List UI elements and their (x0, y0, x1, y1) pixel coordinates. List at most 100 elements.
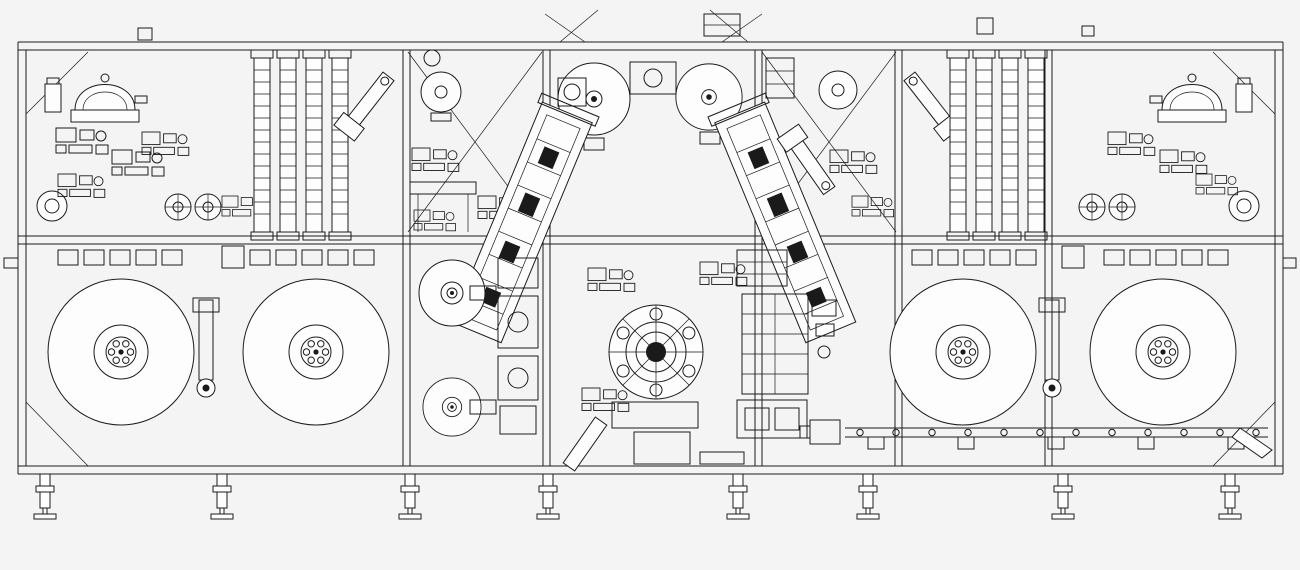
row-bracket-left (221, 245, 245, 269)
machine-legs (33, 473, 1242, 520)
gauge-left-1 (164, 193, 192, 221)
right-station-top (898, 49, 1260, 241)
valve-cluster-3 (57, 173, 106, 198)
buffer-roll-upper (418, 259, 486, 327)
turret-base-upper (611, 401, 699, 429)
roll-bracket-bearing (643, 68, 663, 88)
roll-mount-right (699, 131, 721, 145)
hoist-guides (544, 9, 763, 43)
left-station-bottom (47, 245, 390, 426)
small-reel-right-hub (1236, 198, 1252, 214)
valve-cluster-r2 (1107, 131, 1156, 156)
process-box-3 (497, 355, 539, 401)
valve-cluster-1 (55, 127, 109, 155)
left-station-top (36, 49, 400, 241)
base-plate (699, 451, 745, 465)
vacuum-dome-unit-left (44, 73, 148, 123)
roll-bracket-center (629, 61, 677, 95)
cluster-bay2-3 (413, 209, 457, 232)
machine-frame (3, 9, 1297, 475)
component-row-left-1 (57, 249, 183, 266)
side-fitting-1 (811, 299, 837, 317)
bay4-top (765, 57, 894, 218)
forming-tower-right-3 (998, 49, 1022, 241)
control-box-lower (736, 399, 808, 439)
component-row-left-2 (249, 249, 375, 266)
turret-cluster-3 (581, 387, 630, 412)
component-row-right-1 (911, 249, 1037, 266)
discharge-conveyor (799, 419, 1273, 459)
cluster-bay2-1 (411, 147, 460, 172)
roll-mount-left (583, 137, 605, 151)
bay2-top (409, 49, 526, 232)
process-box-1 (497, 257, 539, 289)
control-box-upper-lines (737, 261, 787, 275)
junction-box-bay4 (765, 57, 795, 99)
forming-tower-left-4 (328, 49, 352, 241)
frame-rails (18, 41, 1283, 475)
leg-8 (1218, 473, 1242, 520)
leg-7 (1051, 473, 1075, 520)
leg-5 (726, 473, 750, 520)
frame-cross-braces (25, 51, 1276, 467)
gauge-left-2 (194, 193, 222, 221)
leg-6 (856, 473, 880, 520)
idler-roll-bay4 (818, 70, 858, 110)
small-reel-left (36, 190, 68, 222)
parent-reel-3 (889, 278, 1037, 426)
conveyor-motor-flange (799, 425, 811, 439)
top-fitting-far-right (1081, 25, 1095, 37)
gauge-right-1 (1078, 193, 1106, 221)
control-box-lower-cell-1 (744, 407, 770, 431)
buffer-mount-lower (469, 399, 497, 415)
buffer-mount-upper (469, 285, 497, 301)
side-stub-right (1282, 257, 1297, 269)
forming-tower-left-3 (302, 49, 326, 241)
idler-roll-bay2 (420, 71, 462, 113)
top-fitting-left (137, 27, 153, 41)
cluster-bay4-2 (851, 195, 894, 218)
work-table-bay2 (409, 181, 477, 195)
small-reel-left-hub (44, 198, 60, 214)
cluster-bay4-1 (829, 149, 878, 174)
idler-roll-bay4-hub (831, 83, 845, 97)
process-box-2-bearing (507, 311, 529, 333)
reel-bracket-left (192, 297, 220, 398)
forming-tower-left-1 (250, 49, 274, 241)
control-box-lower-cell-2 (774, 407, 800, 431)
camera-lens (563, 83, 581, 101)
gauge-right-2 (1108, 193, 1136, 221)
idler-mount-bay2 (430, 112, 452, 122)
process-box-2 (497, 295, 539, 349)
leg-4 (536, 473, 560, 520)
idler-roll-bay2-hub (434, 85, 448, 99)
forming-tower-left-2 (276, 49, 300, 241)
valve-cluster-2 (111, 149, 165, 177)
conveyor-rollers (856, 428, 1260, 437)
process-box-3-bearing (507, 367, 529, 389)
side-fitting-2 (815, 323, 835, 337)
turret-cluster-1 (587, 267, 636, 292)
v-folding-arm-right (707, 92, 860, 345)
conveyor-supports (867, 436, 1245, 450)
side-stub-left (3, 257, 19, 269)
forming-tower-right-4 (1024, 49, 1048, 241)
center-bottom (418, 249, 837, 472)
side-bearing (817, 345, 831, 359)
forming-tower-right-2 (972, 49, 996, 241)
parent-reel-4 (1089, 278, 1237, 426)
row-bracket-right (1061, 245, 1085, 269)
control-box-upper (736, 249, 788, 287)
conveyor-bed (845, 427, 1268, 438)
rotary-turret (608, 304, 704, 400)
parent-reel-2 (242, 278, 390, 426)
table-legs-bay2 (417, 194, 469, 232)
turret-base-lower (633, 431, 691, 465)
frame-columns (17, 42, 1284, 474)
feeder-chute (562, 416, 608, 472)
component-row-right-2 (1103, 249, 1229, 266)
leg-3 (398, 473, 422, 520)
center-top (447, 61, 860, 345)
